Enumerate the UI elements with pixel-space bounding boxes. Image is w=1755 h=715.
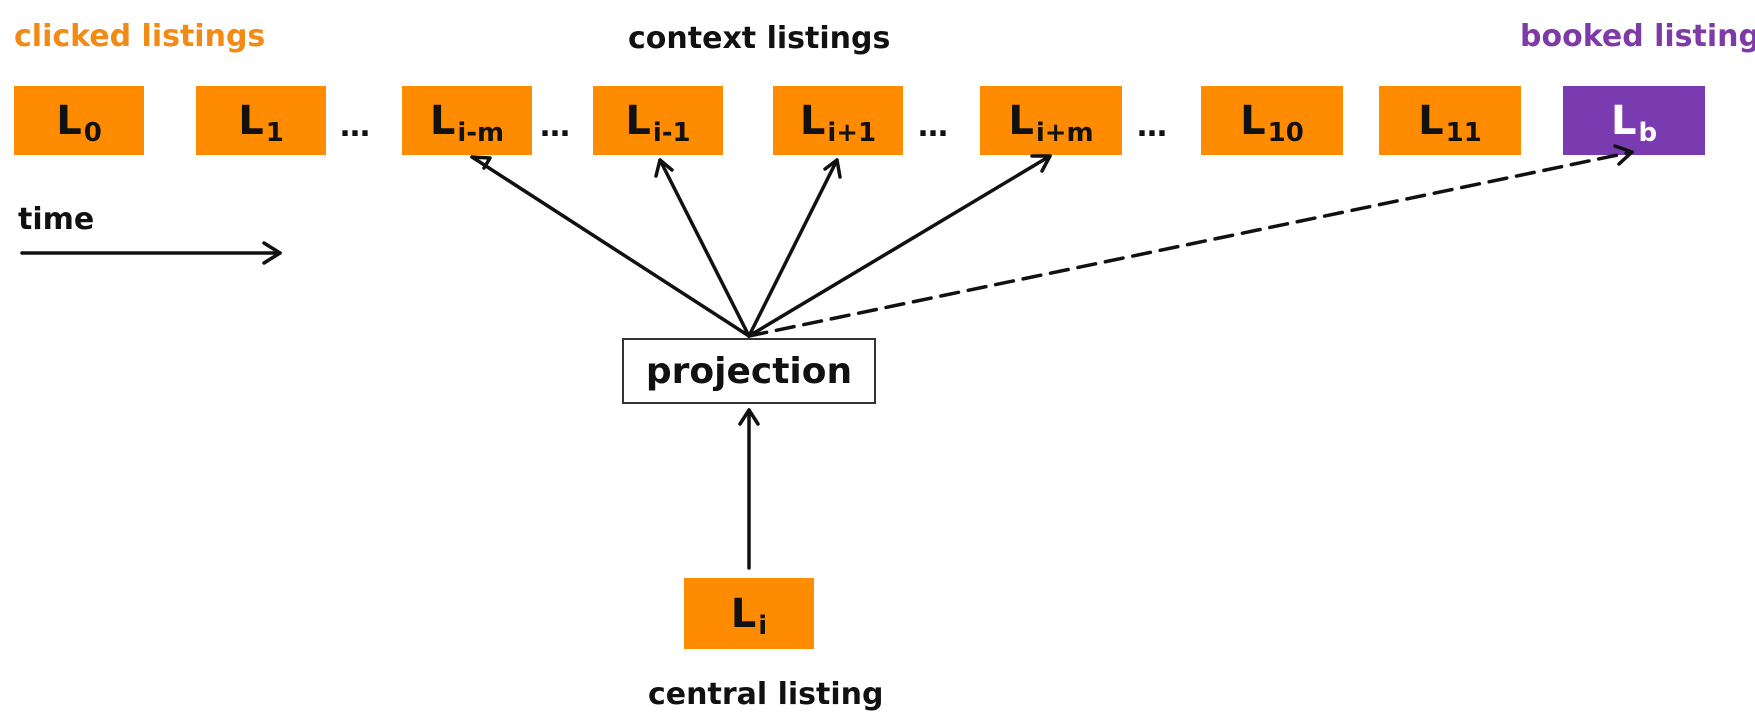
listing-base: L [1418, 97, 1444, 144]
listing-base: L [730, 590, 757, 637]
listing-base: L [799, 97, 826, 144]
listing-base: L [1610, 97, 1637, 144]
listing-sub: 11 [1445, 117, 1482, 148]
listing-sub: i+1 [827, 117, 877, 148]
listing-sub: i-m [457, 117, 505, 148]
listing-sub: 1 [265, 117, 284, 148]
arrow-to-i-m [470, 155, 751, 338]
arrow-to-booked [747, 150, 1634, 338]
listing-sub: 10 [1267, 117, 1304, 148]
arrow-head-booked [1613, 144, 1634, 166]
arrow-head-i-m [470, 155, 492, 170]
listing-sub: 0 [83, 117, 102, 148]
ellipsis: … [540, 109, 570, 144]
arrow-to-i+1 [747, 158, 839, 338]
listing-sub: i+m [1035, 117, 1094, 148]
ellipsis: … [1137, 109, 1167, 144]
central-listing-label: central listing [648, 677, 884, 712]
booked-listing-label: booked listing [1520, 19, 1755, 54]
context-listings-label: context listings [628, 21, 891, 56]
central-arrow-head [738, 408, 760, 426]
arrow-head-i+1 [823, 158, 842, 179]
clicked-listings-label: clicked listings [14, 19, 266, 54]
arrow-head-i+m [1030, 154, 1052, 173]
time-label: time [18, 202, 95, 237]
listing-base: L [56, 97, 82, 144]
listing-sub: i-1 [652, 117, 691, 148]
ellipsis: … [918, 109, 948, 144]
listing-base: L [238, 97, 264, 144]
listing-base: L [625, 97, 651, 144]
time-arrow-head [262, 241, 282, 265]
arrow-to-i-1 [658, 158, 751, 338]
arrow-head-i-1 [654, 158, 674, 178]
arrow-to-i+m [747, 154, 1052, 338]
listing-sub: i [758, 610, 768, 641]
listing-sub: b [1638, 117, 1658, 148]
listing-base: L [1008, 97, 1034, 144]
ellipsis: … [340, 109, 370, 144]
projection-box: projection [622, 338, 876, 404]
listing-base: L [1240, 97, 1266, 144]
listing-base: L [429, 97, 456, 144]
